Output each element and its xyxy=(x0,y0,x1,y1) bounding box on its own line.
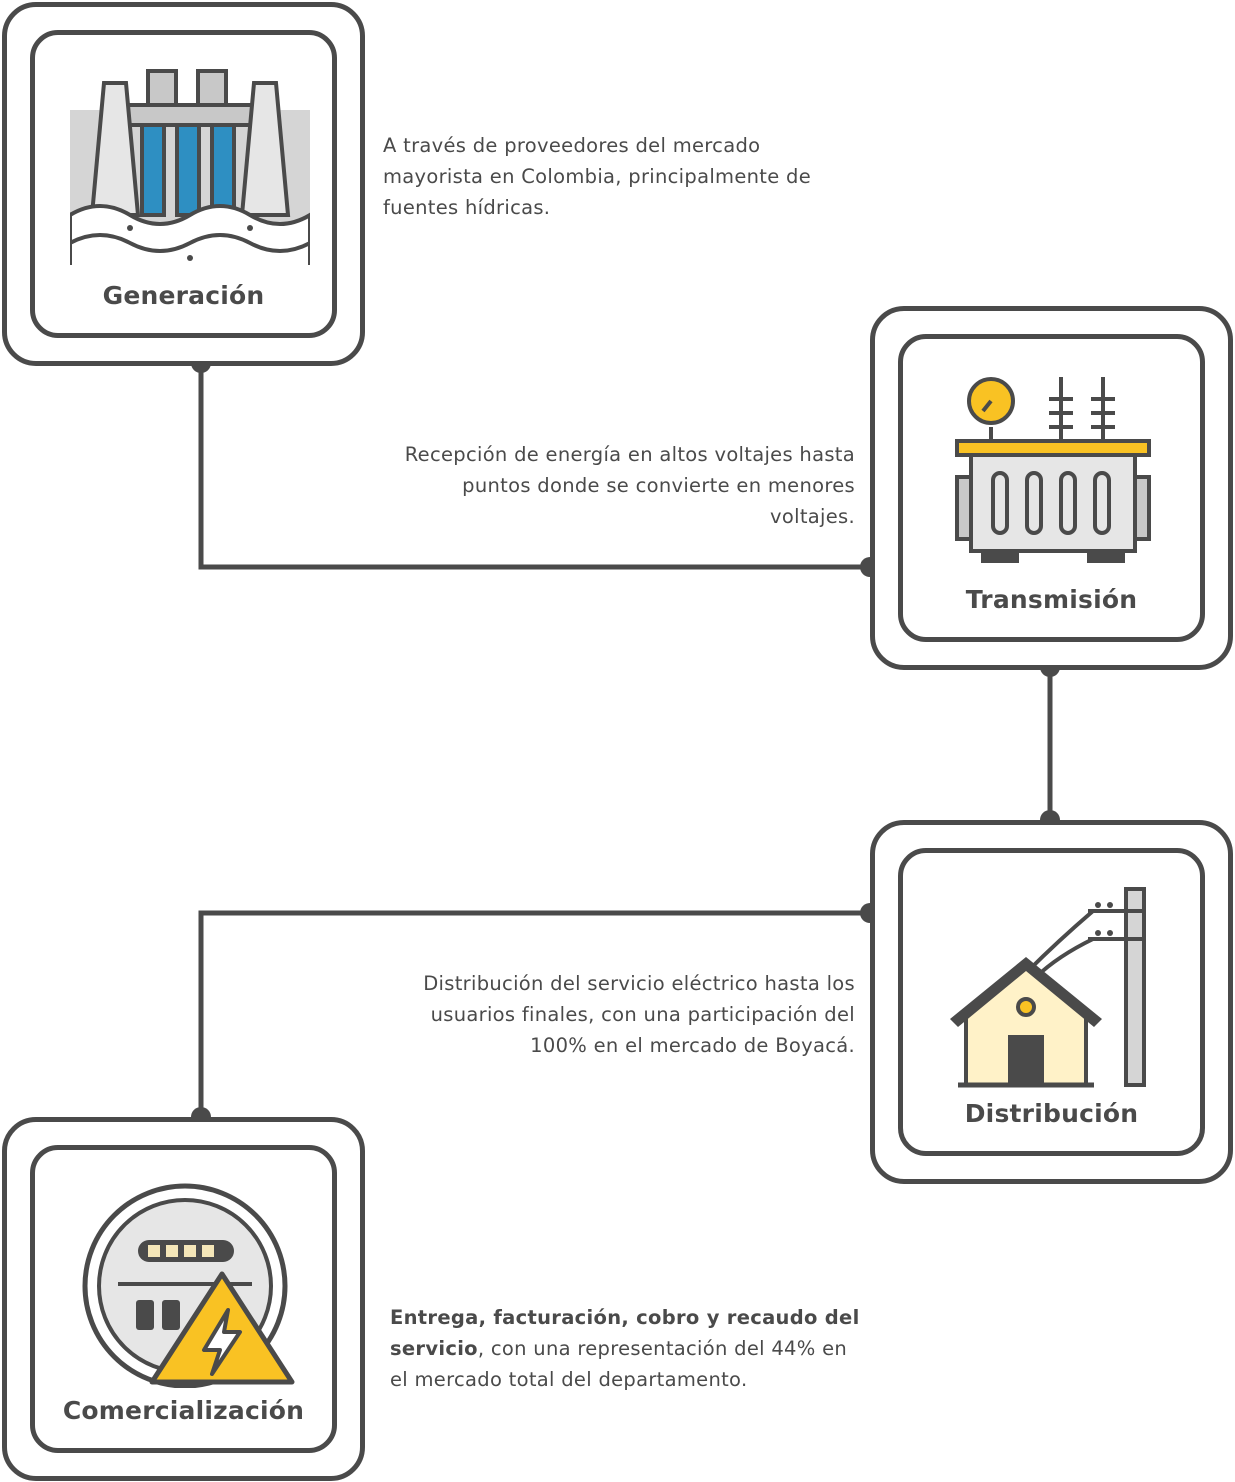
card-distribucion: Distribución xyxy=(870,820,1233,1184)
card-comercializacion-inner: Comercialización xyxy=(30,1145,337,1453)
description-comercializacion-bold: Entrega, facturación, cobro y recaudo de… xyxy=(390,1306,860,1360)
card-comercializacion: Comercialización xyxy=(2,1117,365,1481)
card-generacion-inner: Generación xyxy=(30,30,337,338)
description-comercializacion-rest: , con una representación del 44% en el m… xyxy=(390,1337,848,1391)
transformer-icon xyxy=(955,377,1151,563)
description-distribucion: Distribución del servicio eléctrico hast… xyxy=(423,972,855,1057)
card-generacion: Generación xyxy=(2,2,365,366)
card-label: Transmisión xyxy=(965,585,1138,614)
card-transmision: Transmisión xyxy=(870,306,1233,670)
card-label: Comercialización xyxy=(62,1396,305,1425)
card-label: Distribución xyxy=(964,1099,1139,1128)
electric-meter-warning-icon xyxy=(82,1183,295,1388)
description-generacion: A través de proveedores del mercado mayo… xyxy=(383,134,812,219)
house-power-line-icon xyxy=(950,887,1146,1088)
card-distribucion-inner: Distribución xyxy=(898,848,1205,1156)
connector-generacion-transmision xyxy=(198,363,870,570)
card-transmision-inner: Transmisión xyxy=(898,334,1205,642)
card-label: Generación xyxy=(102,281,265,310)
connector-distribucion-comercializacion xyxy=(198,910,870,1117)
description-comercializacion: Entrega, facturación, cobro y recaudo de… xyxy=(390,1302,865,1395)
hydroelectric-dam-icon xyxy=(70,69,310,265)
description-transmision: Recepción de energía en altos voltajes h… xyxy=(404,443,855,528)
